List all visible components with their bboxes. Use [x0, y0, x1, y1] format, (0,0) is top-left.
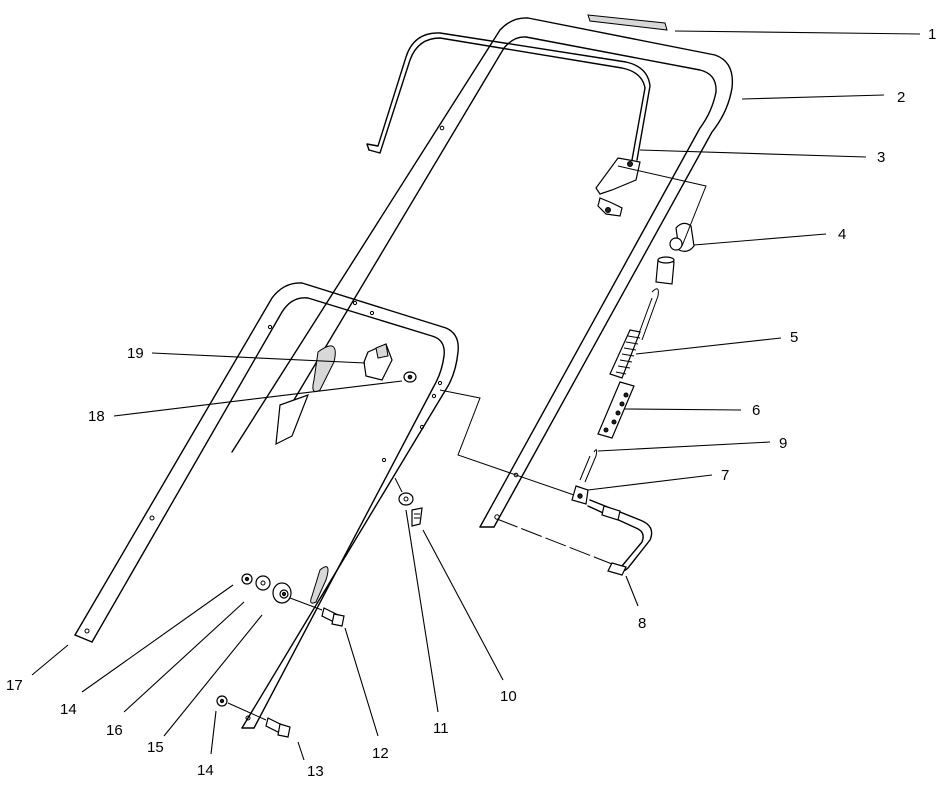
- cable-route: [227, 165, 707, 721]
- adjuster-plate: [597, 381, 635, 439]
- callout-4: 4: [838, 226, 846, 243]
- bracket: [571, 485, 589, 505]
- callout-14-lower: 14: [197, 762, 214, 779]
- washer-11: [398, 492, 414, 506]
- callout-8: 8: [638, 615, 646, 632]
- cable-guide: [363, 343, 393, 381]
- spring: [609, 288, 659, 379]
- hardware-lower: [216, 695, 291, 738]
- callout-labels: 1 2 3 4 5 6 9 7 8 19 18 17 14 16 15 14 1…: [6, 26, 936, 780]
- hardware-upper: [241, 573, 292, 604]
- washer-18: [403, 371, 417, 383]
- callout-19: 19: [127, 345, 144, 362]
- callout-7: 7: [721, 467, 729, 484]
- callout-3: 3: [877, 149, 885, 166]
- callout-2: 2: [897, 89, 905, 106]
- leader-lines: [31, 30, 921, 761]
- callout-12: 12: [372, 745, 389, 762]
- control-bail: [366, 32, 651, 217]
- lower-handle: [74, 282, 459, 729]
- callout-17: 17: [6, 677, 23, 694]
- callout-10: 10: [500, 688, 517, 705]
- bolt-12: [321, 607, 345, 627]
- callout-14-upper: 14: [60, 701, 77, 718]
- callout-5: 5: [790, 329, 798, 346]
- handle-grip: [587, 14, 668, 31]
- lever-rod: [587, 499, 653, 576]
- callout-16: 16: [106, 722, 123, 739]
- callout-18: 18: [88, 408, 105, 425]
- callout-15: 15: [147, 739, 164, 756]
- callout-11: 11: [433, 720, 449, 737]
- callout-1: 1: [928, 26, 936, 43]
- hook-clip: [579, 449, 598, 483]
- upper-handle: [231, 17, 734, 528]
- callout-6: 6: [752, 402, 760, 419]
- callout-13: 13: [307, 763, 324, 780]
- bushing: [655, 222, 695, 285]
- knob: [411, 507, 423, 527]
- callout-9: 9: [779, 435, 787, 452]
